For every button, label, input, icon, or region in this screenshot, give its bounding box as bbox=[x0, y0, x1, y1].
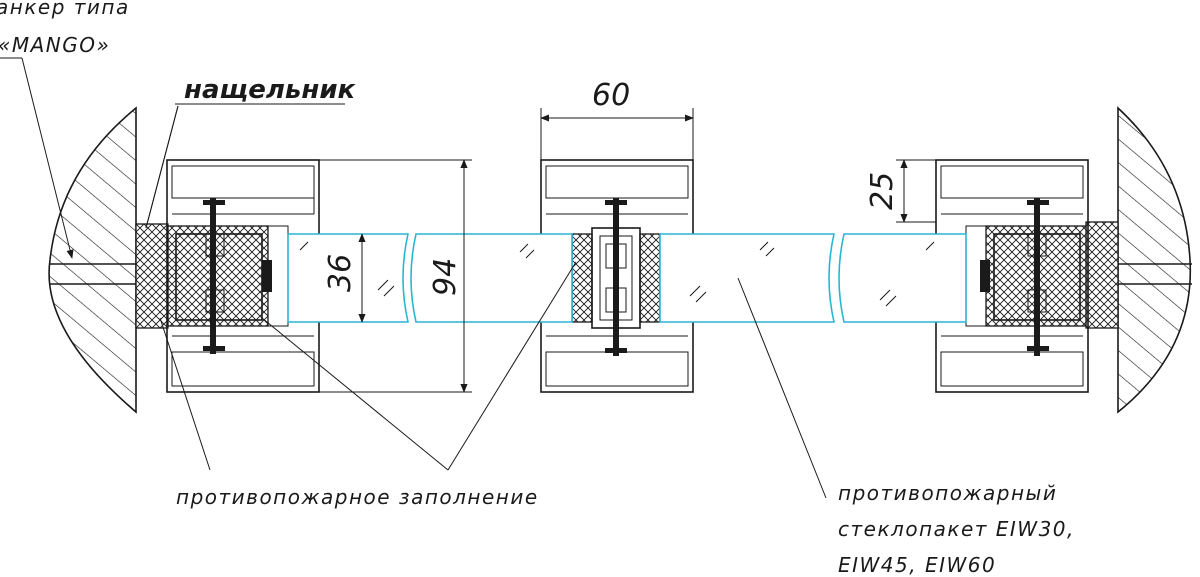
glass-unit-label-line2: стеклопакет EIW30, bbox=[838, 517, 1075, 541]
left-wall bbox=[48, 106, 169, 414]
right-frame-profile bbox=[935, 159, 1089, 393]
center-mullion-profile bbox=[540, 159, 694, 393]
dimension-60-label: 60 bbox=[592, 78, 630, 113]
right-glass-unit bbox=[659, 233, 967, 323]
right-wall-fire-filling bbox=[1085, 221, 1119, 329]
left-frame-profile bbox=[166, 159, 320, 393]
dimension-94: 94 bbox=[319, 159, 472, 393]
fire-filling-label: противопожарное заполнение bbox=[176, 485, 539, 509]
anchor-label-line2: «MANGO» bbox=[0, 33, 110, 57]
dimension-36: 36 bbox=[323, 233, 366, 323]
anchor-label-line1: анкер типа bbox=[0, 0, 130, 19]
dimension-25: 25 bbox=[865, 159, 936, 223]
left-wall-fire-filling bbox=[135, 223, 169, 329]
leader-lines bbox=[0, 57, 827, 499]
left-glass-edge-fire-filling bbox=[571, 233, 593, 323]
left-glass-unit bbox=[287, 233, 573, 323]
glass-unit-label-line1: противопожарный bbox=[838, 481, 1057, 505]
left-frame-fire-filling bbox=[167, 225, 269, 327]
dimension-94-label: 94 bbox=[428, 258, 463, 296]
strike-plate-label: нащельник bbox=[184, 75, 357, 105]
right-glass-edge-fire-filling bbox=[639, 233, 661, 323]
right-wall bbox=[1085, 106, 1192, 414]
dimension-60: 60 bbox=[540, 78, 694, 160]
glass-unit-label-line3: EIW45, EIW60 bbox=[838, 553, 996, 577]
dimension-25-label: 25 bbox=[865, 172, 900, 210]
dimension-36-label: 36 bbox=[323, 254, 358, 292]
